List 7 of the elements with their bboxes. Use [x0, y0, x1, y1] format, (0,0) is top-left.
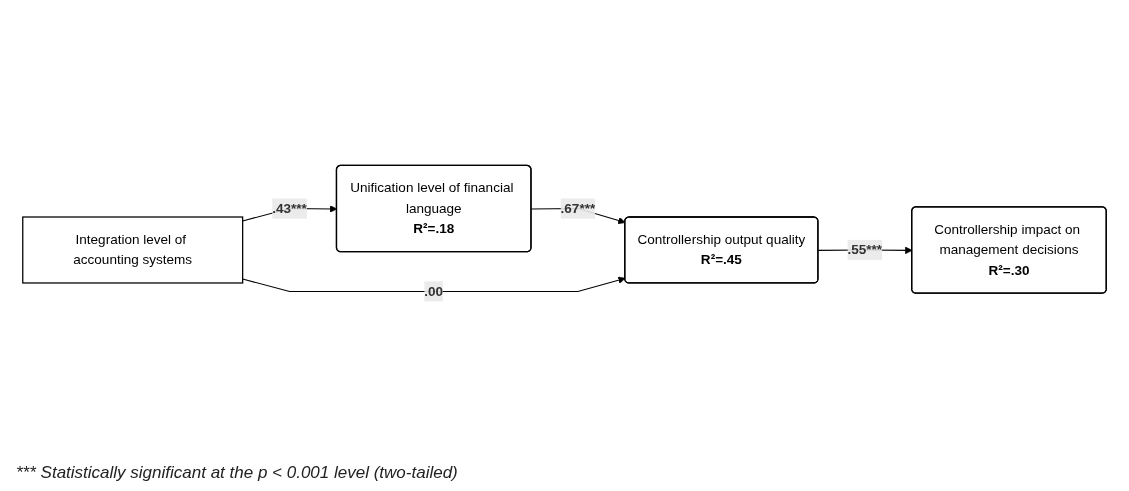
- edge-label: .00: [424, 283, 444, 299]
- node-box: Integration level of accounting systems: [22, 216, 244, 284]
- caption: *** Statistically significant at the p < 0.001 level (two-tailed): [16, 463, 459, 483]
- arrow: [242, 276, 626, 292]
- edge-label: .67***: [560, 200, 596, 216]
- edge-label: .55***: [847, 242, 883, 257]
- edge-label: .43***: [272, 200, 307, 216]
